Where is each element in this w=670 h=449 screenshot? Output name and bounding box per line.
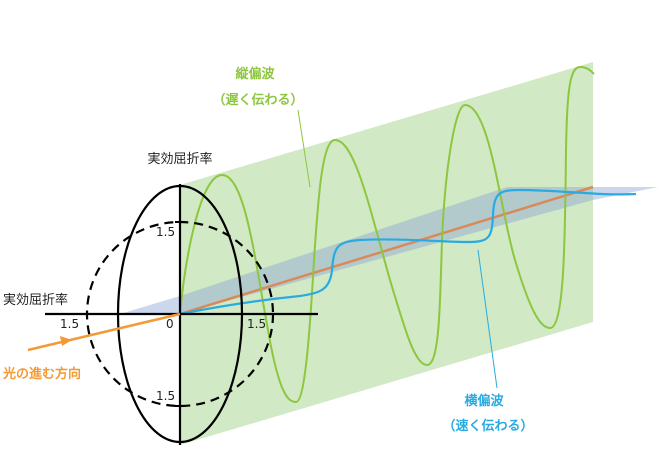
tick-label-left: 1.5 [60,317,79,331]
transverse-leader [477,249,498,389]
vertical-polarization-plane [180,62,593,445]
longitudinal-wave-label: 縦偏波 [235,66,275,82]
tick-label-bottom: 1.5 [156,389,175,403]
tick-label-right: 1.5 [247,317,266,331]
light-ray-arrow-icon [60,336,72,346]
propagation-axis [179,185,594,316]
transverse-wave [179,188,637,316]
longitudinal-wave-note: （遅く伝わる） [212,92,303,108]
horizontal-axis-label: 実効屈折率 [3,292,68,308]
light-ray [27,312,181,352]
vertical-axis-label: 実効屈折率 [147,151,212,167]
tick-label-origin: 0 [166,317,174,331]
light-direction-label: 光の進む方向 [2,366,81,382]
tick-label-top: 1.5 [156,225,175,239]
longitudinal-leader [297,109,311,188]
longitudinal-wave [179,65,595,404]
transverse-wave-label: 横偏波 [464,393,504,409]
transverse-wave-note: （速く伝わる） [442,418,533,434]
